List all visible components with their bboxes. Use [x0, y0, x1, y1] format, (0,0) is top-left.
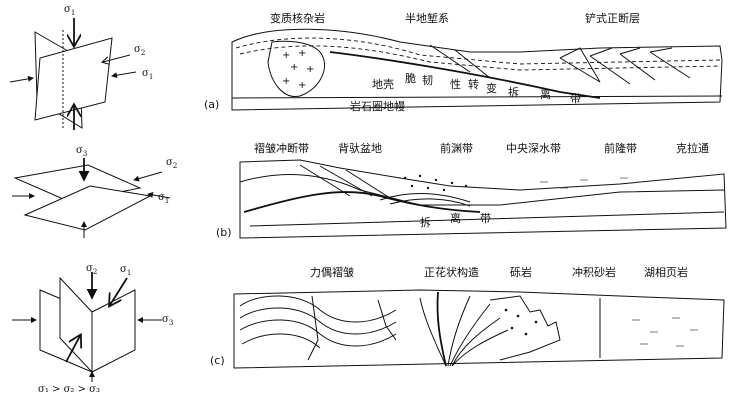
title-listric-normal-fault: 铲式正断层 — [585, 11, 640, 25]
sigma3-label-b: σ3 — [76, 145, 87, 158]
label-a-dai: 带 — [570, 92, 581, 105]
title-forebulge: 前隆带 — [604, 141, 637, 155]
label-a-li: 离 — [540, 87, 551, 101]
svg-text:+: + — [282, 76, 290, 87]
title-central-deepwater: 中央深水带 — [506, 142, 561, 155]
svg-text:+: + — [298, 48, 306, 59]
label-b-li: 离 — [450, 211, 461, 225]
label-crust: 地壳 — [372, 77, 394, 91]
title-positive-flower: 正花状构造 — [424, 265, 479, 279]
title-couple-fold: 力偶褶皱 — [310, 265, 354, 279]
panel-b-tag: (b) — [216, 226, 232, 239]
title-foredeep: 前渊带 — [440, 141, 473, 155]
title-half-graben-system: 半地堑系 — [405, 11, 449, 25]
title-alluvial-sandstone: 冲积砂岩 — [572, 265, 616, 279]
label-b-dai: 带 — [480, 212, 491, 225]
title-lacustrine-shale: 湖相页岩 — [644, 265, 688, 279]
svg-text:+: + — [298, 80, 306, 91]
stress-diagram-strikeslip: σ2 σ1 σ3 σ₁ > σ₂ > σ₃ — [12, 263, 173, 395]
title-fold-thrust-belt: 褶皱冲断带 — [254, 141, 309, 155]
label-ductile: 韧 — [422, 74, 433, 87]
title-metamorphic-core-complex: 变质核杂岩 — [270, 11, 325, 25]
label-a-chai: 拆 — [508, 85, 519, 99]
granite-symbols: +++ +++ — [282, 48, 314, 91]
panel-a: 变质核杂岩 半地堑系 铲式正断层 +++ +++ 地壳 脆 韧 性 转 变 拆 … — [204, 11, 723, 113]
panel-c-tag: (c) — [210, 354, 225, 367]
label-b-chai: 拆 — [420, 215, 431, 229]
conglomerate-dots — [504, 308, 538, 336]
svg-text:+: + — [282, 50, 290, 61]
label-bian: 变 — [486, 81, 497, 95]
foredeep-dots — [403, 174, 468, 192]
panel-a-tag: (a) — [204, 98, 219, 111]
label-lithospheric-mantle: 岩石圈地幔 — [350, 99, 405, 113]
svg-text:+: + — [290, 62, 298, 73]
svg-text:+: + — [306, 64, 314, 75]
sigma2-label-c: σ2 — [86, 263, 97, 276]
sigma3-label-c: σ3 — [162, 314, 173, 327]
label-brittle: 脆 — [405, 71, 416, 85]
title-piggyback-basin: 背驮盆地 — [338, 141, 382, 155]
sigma2-label-b: σ2 — [166, 157, 177, 170]
label-zhuan: 转 — [468, 77, 479, 91]
panel-b: 褶皱冲断带 背驮盆地 前渊带 中央深水带 前隆带 克拉通 拆 离 带 (b) — [216, 141, 727, 239]
sigma1-label-a: σ1 — [64, 4, 75, 17]
title-conglomerate: 砾岩 — [510, 265, 532, 279]
sigma1-label-b: σ1 — [158, 192, 169, 205]
stress-diagram-normal: σ1 σ2 σ1 — [9, 4, 153, 130]
panel-c: 力偶褶皱 正花状构造 砾岩 冲积砂岩 湖相页岩 (c) — [210, 265, 725, 369]
stress-relation: σ₁ > σ₂ > σ₃ — [38, 384, 100, 395]
label-xing: 性 — [450, 77, 461, 91]
sigma2-label-a: σ2 — [134, 44, 145, 57]
sigma3-top-label-c: σ1 — [120, 264, 131, 277]
sigma3-label-a: σ1 — [142, 68, 153, 81]
stress-diagram-thrust: σ3 σ2 σ1 — [12, 145, 177, 238]
title-craton: 克拉通 — [676, 141, 709, 155]
